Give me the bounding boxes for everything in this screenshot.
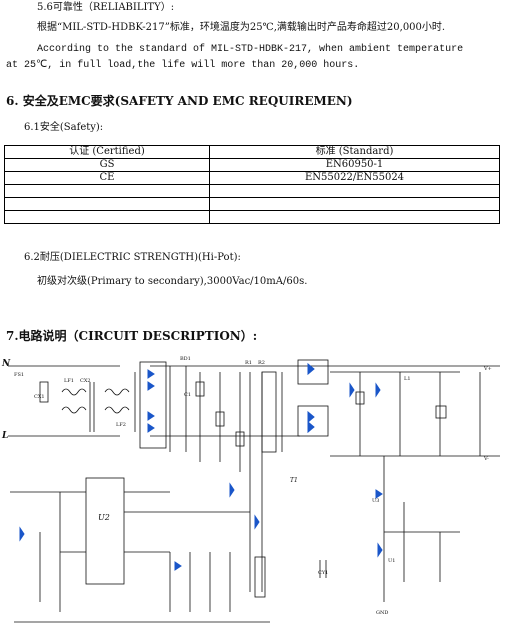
circuit-schematic: N L BD1 FS1 CX1 LF1 CX2 LF2 C1 R1 R2 U2 …: [1, 356, 500, 623]
s7-title: 7.电路说明（CIRCUIT DESCRIPTION）:: [6, 329, 258, 343]
label-l: L: [1, 431, 8, 441]
s61-title: 6.1安全(Safety):: [24, 122, 104, 133]
s6-title: 6. 安全及EMC要求(SAFETY AND EMC REQUIREMEN): [6, 94, 353, 108]
label-r2: R2: [258, 360, 265, 366]
s56-en2: at 25℃, in full load,the life will more …: [6, 60, 360, 71]
label-n: N: [1, 359, 11, 369]
table-cell: GS: [4, 158, 210, 172]
label-gnd: GND: [376, 610, 388, 616]
header-certified: 认证 (Certified): [4, 145, 210, 159]
header-standard: 标准 (Standard): [209, 145, 500, 159]
label-c1: C1: [184, 392, 191, 398]
s56-en1: According to the standard of MIL-STD-HDB…: [37, 44, 464, 55]
table-row: 认证 (Certified) 标准 (Standard): [4, 145, 500, 159]
label-fs1: FS1: [14, 372, 24, 378]
table-cell: [4, 210, 210, 224]
label-u2: U3: [372, 498, 379, 504]
label-u1: U2: [98, 513, 110, 522]
table-cell: [209, 210, 500, 224]
table-row: [4, 210, 500, 224]
table-cell: [4, 184, 210, 198]
label-cx1: CX1: [34, 394, 45, 400]
table-cell: EN60950-1: [209, 158, 500, 172]
table-cell: [209, 197, 500, 211]
label-vminus: V-: [483, 456, 489, 462]
label-cy1: CY1: [318, 570, 328, 576]
label-vplus: V+: [483, 366, 492, 372]
label-cx2: CX2: [80, 378, 91, 384]
label-r1: R1: [245, 360, 252, 366]
s56-cn: 根据“MIL-STD-HDBK-217”标准，环境温度为25℃,满载输出时产品寿…: [37, 22, 446, 33]
s62-text: 初级对次级(Primary to secondary),3000Vac/10mA…: [37, 276, 308, 287]
label-t1: T1: [290, 477, 298, 484]
table-cell: CE: [4, 171, 210, 185]
s56-title: 5.6可靠性（RELIABILITY）:: [37, 2, 175, 13]
table-row: [4, 197, 500, 211]
s62-title: 6.2耐压(DIELECTRIC STRENGTH)(Hi-Pot):: [24, 252, 241, 263]
label-lf2: LF2: [116, 422, 126, 428]
table-row: [4, 184, 500, 198]
label-u3: U1: [388, 558, 395, 564]
table-cell: EN55022/EN55024: [209, 171, 500, 185]
label-lf1: LF1: [64, 378, 74, 384]
table-cell: [209, 184, 500, 198]
label-l1: L1: [404, 376, 411, 382]
table-cell: [4, 197, 210, 211]
label-bd1: BD1: [180, 356, 191, 362]
